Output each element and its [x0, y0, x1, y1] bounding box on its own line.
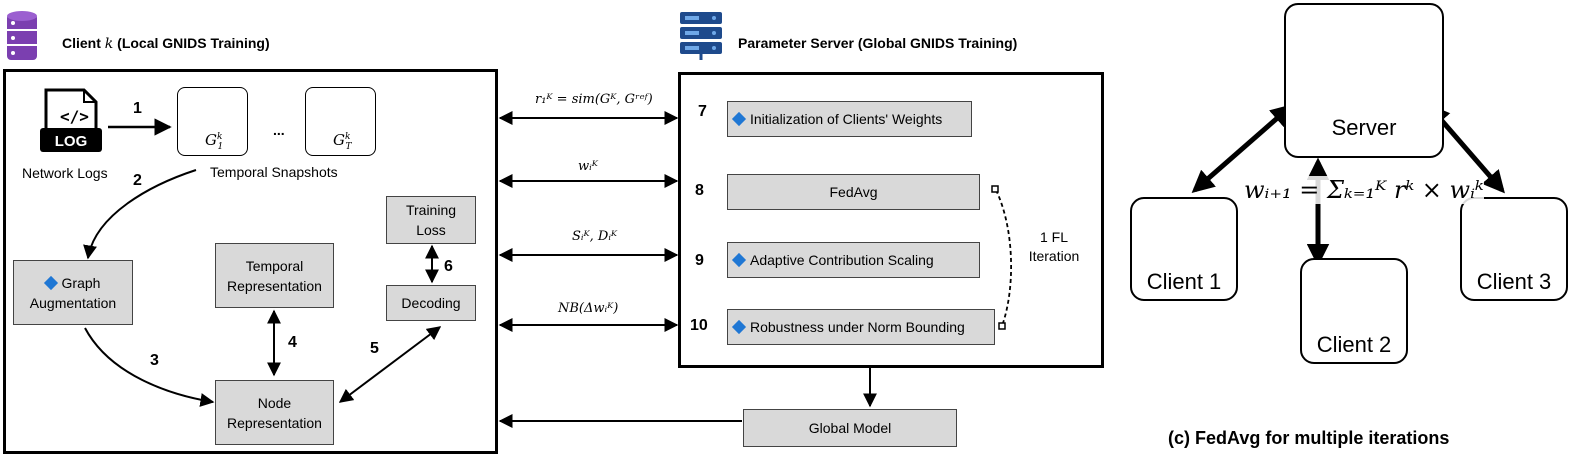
ellipsis: ...: [273, 122, 285, 138]
arrow-step-5: [338, 326, 442, 403]
snapshot-t-label: GkT: [333, 131, 352, 152]
fl-iteration-label: 1 FL Iteration: [1028, 229, 1080, 264]
init-weights-box: Initialization of Clients' Weights: [727, 101, 972, 137]
server-panel: [678, 72, 1104, 368]
log-file-icon: </> LOG: [40, 88, 102, 152]
server-rack-icon: [680, 12, 722, 60]
client-2-label: Client 2: [1316, 332, 1392, 357]
server-step-9: 9: [695, 252, 704, 269]
server-node-box: Server: [1284, 3, 1444, 158]
adaptive-scaling-box: Adaptive Contribution Scaling: [727, 242, 980, 278]
client-3-label: Client 3: [1476, 269, 1552, 294]
panel-c-caption: (c) FedAvg for multiple iterations: [1168, 428, 1450, 448]
step-3-label: 3: [150, 352, 159, 369]
diamond-icon: [43, 275, 58, 290]
snapshot-t-box: [305, 87, 376, 156]
client-title: Client k (Local GNIDS Training): [62, 35, 270, 52]
step-5-label: 5: [370, 340, 379, 357]
arrow-server-client1: [1191, 104, 1294, 193]
graph-augmentation-box: Graph Augmentation: [13, 260, 133, 325]
fedavg-box: FedAvg: [727, 174, 980, 210]
svg-text:</>: </>: [60, 107, 89, 126]
temporal-snapshots-label: Temporal Snapshots: [210, 164, 338, 180]
step-1-label: 1: [133, 100, 142, 117]
node-representation-box: Node Representation: [215, 380, 334, 445]
client-panel: [3, 69, 498, 454]
arrow-step-3: [84, 327, 215, 407]
step-2-label: 2: [133, 172, 142, 189]
step-6-label: 6: [444, 258, 453, 275]
client-3-box: Client 3: [1460, 197, 1568, 301]
step-4-label: 4: [288, 334, 297, 351]
diamond-icon: [731, 111, 747, 127]
database-icon: [7, 11, 37, 60]
global-model-box: Global Model: [743, 409, 957, 447]
snapshot-1-label: Gk1: [205, 131, 224, 152]
log-icon-text: LOG: [55, 133, 88, 150]
arrow-step-2: [83, 169, 197, 260]
norm-bounding-box: Robustness under Norm Bounding: [727, 309, 995, 345]
client-1-label: Client 1: [1146, 269, 1222, 294]
server-step-8: 8: [695, 182, 704, 199]
diamond-icon: [731, 319, 747, 335]
network-logs-label: Network Logs: [22, 165, 108, 181]
client-2-box: Client 2: [1300, 258, 1408, 364]
fedavg-formula: wᵢ₊₁ = Σₖ₌₁ᴷ rᵏ × wᵢᵏ: [1244, 176, 1484, 204]
training-loss-box: Training Loss: [386, 196, 476, 244]
link-label-nb: NB(Δwᵢᴷ): [558, 301, 619, 316]
server-step-7: 7: [698, 103, 707, 120]
client-1-box: Client 1: [1130, 197, 1238, 301]
temporal-representation-box: Temporal Representation: [215, 243, 334, 308]
fl-iteration-loop: [995, 189, 1012, 327]
server-node-label: Server: [1331, 115, 1397, 140]
diamond-icon: [731, 252, 747, 268]
server-title: Parameter Server (Global GNIDS Training): [738, 35, 1018, 51]
link-label-w: wᵢᴷ: [578, 159, 598, 174]
link-label-sd: Sᵢᴷ, Dᵢᴷ: [572, 229, 618, 244]
snapshot-1-box: [177, 87, 248, 156]
link-label-r1: r₁ᴷ = sim(Gᴷ, Gʳᵉᶠ): [535, 92, 653, 107]
server-step-10: 10: [690, 317, 708, 334]
decoding-box: Decoding: [386, 285, 476, 321]
